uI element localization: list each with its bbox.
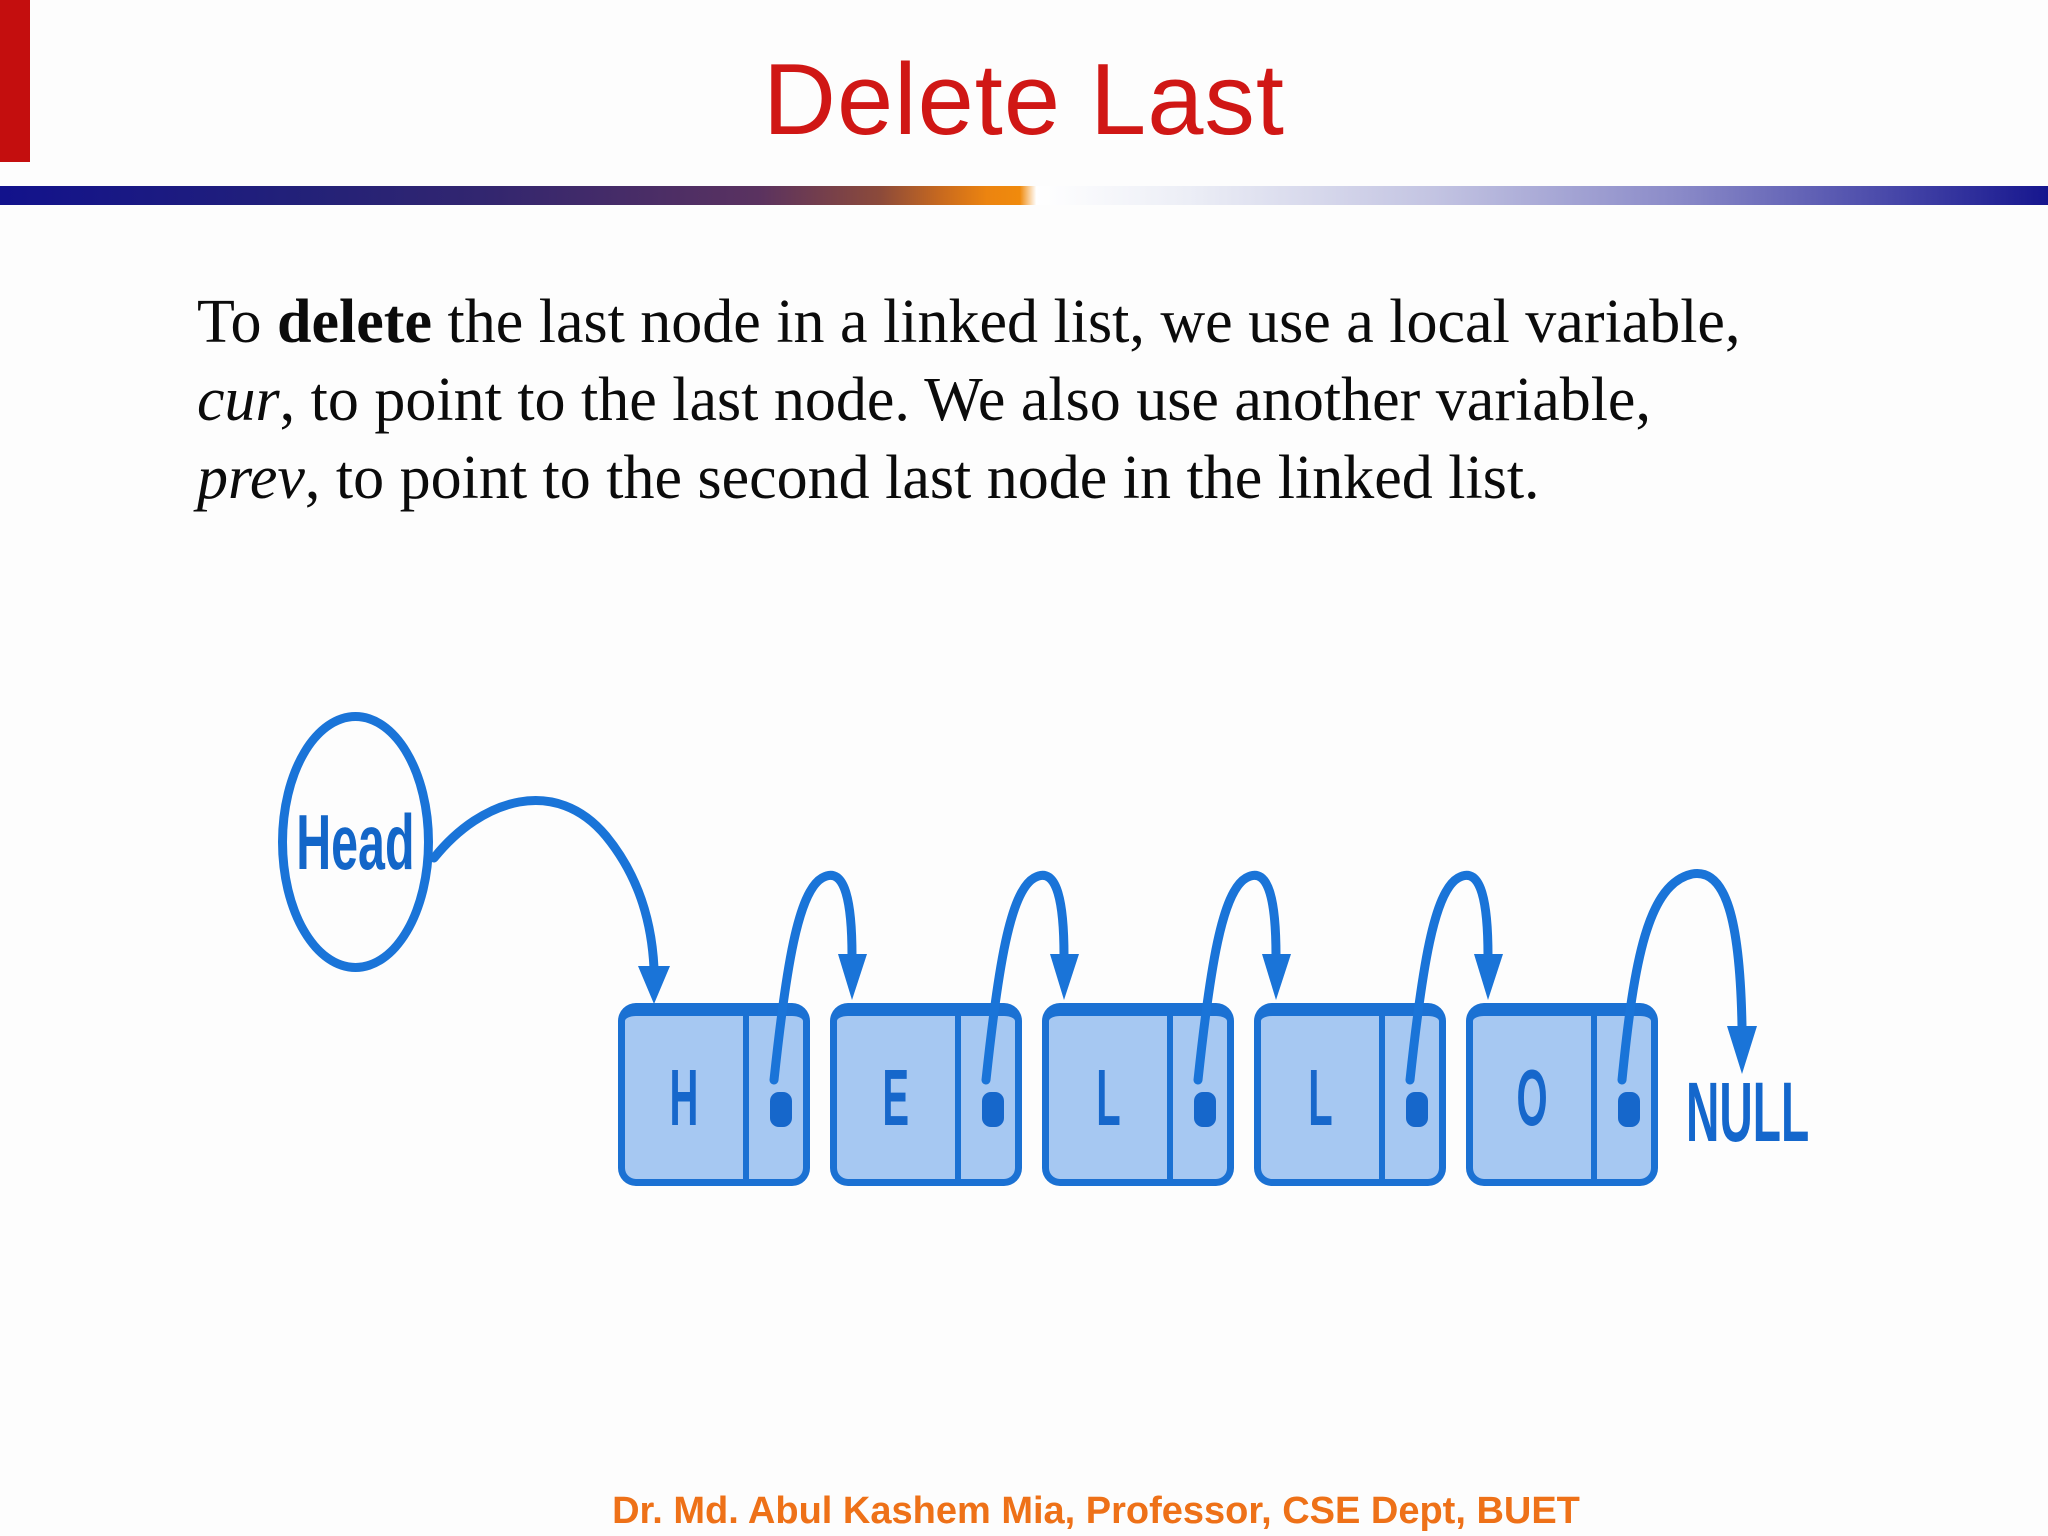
head-ellipse: Head <box>278 712 433 972</box>
pointer-dot <box>1406 1092 1428 1127</box>
arrowhead-icon <box>1474 954 1503 1000</box>
node-divider <box>955 1016 961 1179</box>
pointer-dot <box>982 1092 1004 1127</box>
node-letter-cell: L <box>1049 1016 1167 1179</box>
node-letter-cell: O <box>1473 1016 1591 1179</box>
text-segment: cur <box>197 366 280 434</box>
pointer-dot <box>1194 1092 1216 1127</box>
pointer-dot <box>770 1092 792 1127</box>
node-letter: E <box>882 1052 910 1142</box>
node-divider <box>1167 1016 1173 1179</box>
node-letter-cell: E <box>837 1016 955 1179</box>
head-arrow-curve <box>429 796 659 973</box>
title-underline-gradient <box>0 186 2048 205</box>
node-box-3: L <box>1042 1003 1234 1186</box>
node-divider <box>1591 1016 1597 1179</box>
node-letter: L <box>1095 1052 1121 1142</box>
text-segment: delete <box>277 288 432 356</box>
page-title: Delete Last <box>763 43 1285 156</box>
node-letter-cell: H <box>625 1016 743 1179</box>
text-segment: To <box>197 288 278 356</box>
text-line-1: To delete the last node in a linked list… <box>197 283 1977 361</box>
body-paragraph: To delete the last node in a linked list… <box>197 283 1977 517</box>
node-box-1: H <box>618 1003 810 1186</box>
pointer-dot <box>1618 1092 1640 1127</box>
text-line-3: prev, to point to the second last node i… <box>197 439 1977 517</box>
arrowhead-icon <box>1050 954 1079 1000</box>
text-segment: , to point to the second last node in th… <box>304 444 1540 512</box>
text-line-2: cur, to point to the last node. We also … <box>197 361 1977 439</box>
null-label: NULL <box>1686 1065 1810 1159</box>
node-divider <box>1379 1016 1385 1179</box>
node-letter: H <box>669 1052 699 1142</box>
node-divider <box>743 1016 749 1179</box>
text-segment: prev <box>197 444 305 512</box>
text-segment: , to point to the last node. We also use… <box>279 366 1651 434</box>
node-box-4: L <box>1254 1003 1446 1186</box>
text-segment: the last node in a linked list, we use a… <box>431 288 1741 356</box>
arrowhead-icon <box>838 954 867 1000</box>
head-label: Head <box>296 797 415 886</box>
arrowhead-icon <box>1262 954 1291 1000</box>
footer-credit: Dr. Md. Abul Kashem Mia, Professor, CSE … <box>612 1490 1580 1532</box>
node-letter: O <box>1516 1052 1548 1142</box>
node-letter-cell: L <box>1261 1016 1379 1179</box>
node-box-2: E <box>830 1003 1022 1186</box>
arrowhead-icon <box>638 966 670 1004</box>
node-letter: L <box>1307 1052 1333 1142</box>
corner-accent-bar <box>0 0 30 162</box>
node-box-5: O <box>1466 1003 1658 1186</box>
